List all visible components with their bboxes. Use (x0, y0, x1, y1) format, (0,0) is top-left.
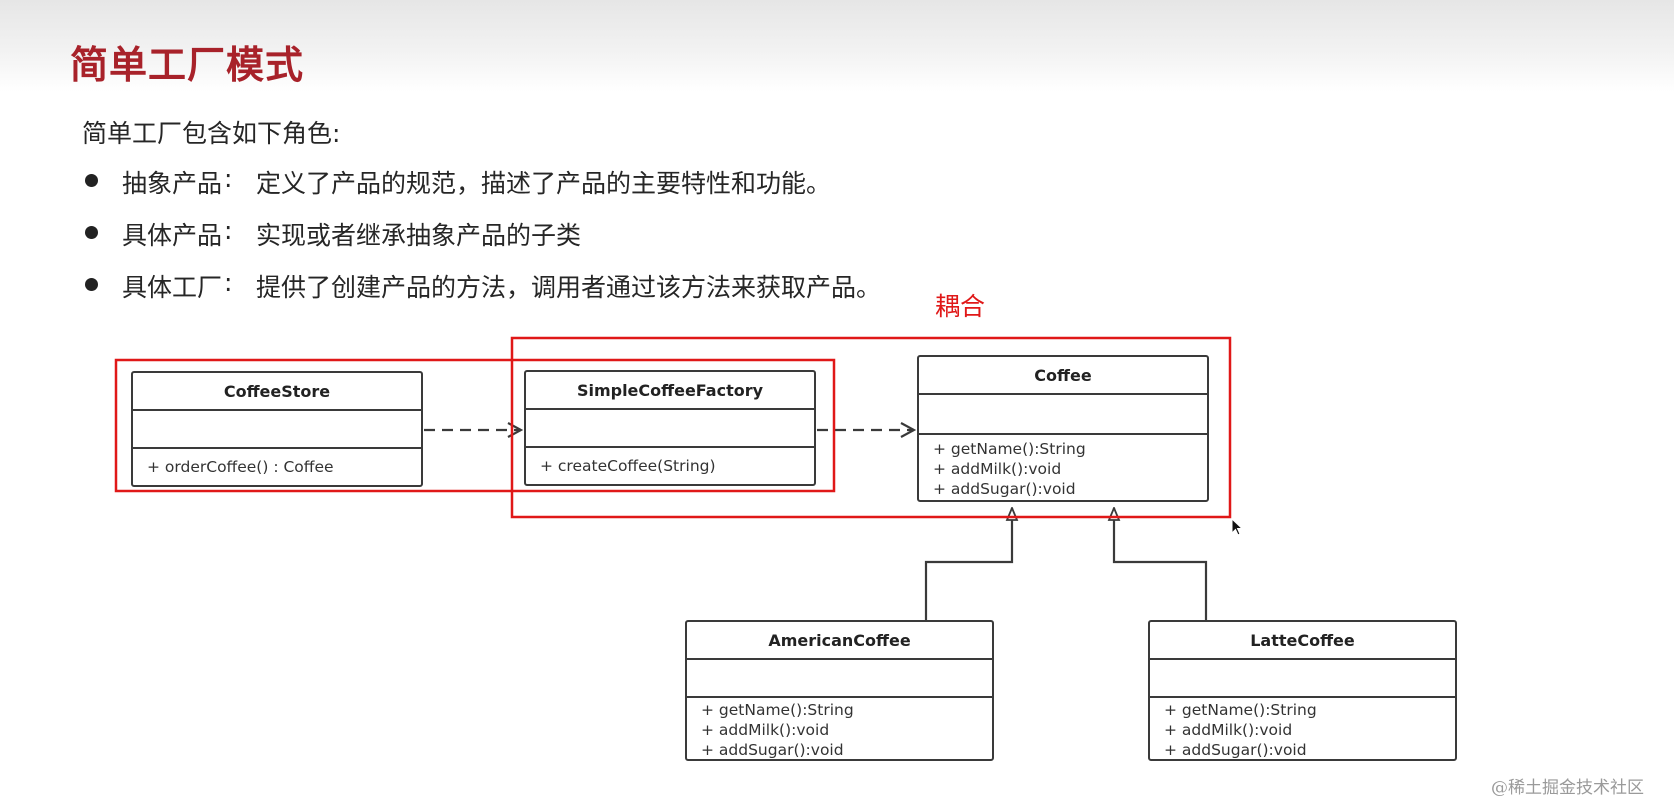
class-name: LatteCoffee (1150, 622, 1455, 660)
method: + getName():String (933, 440, 1086, 458)
method: + orderCoffee() : Coffee (147, 458, 334, 476)
method: + addMilk():void (701, 721, 830, 739)
slide-title: 简单工厂模式 (70, 43, 305, 87)
role-separator: : (224, 164, 233, 193)
class-name: Coffee (919, 357, 1207, 395)
role-term: 具体工厂 (122, 273, 223, 302)
class-attributes (687, 660, 992, 698)
title-band (0, 0, 1674, 92)
class-methods: + getName():String + addMilk():void + ad… (1164, 700, 1451, 760)
class-methods: + createCoffee(String) (540, 456, 810, 476)
role-description: 提供了创建产品的方法，调用者通过该方法来获取产品。 (256, 273, 882, 302)
bullet-dot-icon (85, 278, 98, 291)
class-box-coffee: Coffee + getName():String + addMilk():vo… (917, 355, 1209, 502)
method: + addMilk():void (1164, 721, 1293, 739)
class-name: SimpleCoffeeFactory (526, 372, 814, 410)
role-term: 抽象产品 (122, 169, 223, 198)
class-attributes (526, 410, 814, 448)
mouse-cursor-icon (1231, 518, 1244, 536)
inheritance-line-latte-coffee (1114, 508, 1208, 620)
watermark: @稀土掘金技术社区 (1491, 778, 1644, 798)
class-box-latte-coffee: LatteCoffee + getName():String + addMilk… (1148, 620, 1457, 761)
method: + getName():String (1164, 701, 1317, 719)
class-methods: + orderCoffee() : Coffee (147, 457, 417, 477)
bullet-dot-icon (85, 226, 98, 239)
role-term: 具体产品 (122, 221, 223, 250)
class-name: AmericanCoffee (687, 622, 992, 660)
class-methods: + getName():String + addMilk():void + ad… (701, 700, 988, 760)
method: + addMilk():void (933, 460, 1062, 478)
class-methods: + getName():String + addMilk():void + ad… (933, 439, 1203, 499)
role-separator: : (224, 216, 233, 245)
method: + addSugar():void (701, 741, 844, 759)
role-description: 实现或者继承抽象产品的子类 (256, 221, 582, 250)
class-attributes (133, 411, 421, 449)
method: + getName():String (701, 701, 854, 719)
intro-text: 简单工厂包含如下角色: (82, 119, 341, 148)
role-separator: : (224, 268, 233, 297)
method: + addSugar():void (933, 480, 1076, 498)
class-attributes (1150, 660, 1455, 698)
class-attributes (919, 395, 1207, 435)
roles-list: 抽象产品 : 定义了产品的规范，描述了产品的主要特性和功能。 具体产品 : 实现… (82, 0, 982, 302)
method: + createCoffee(String) (540, 457, 716, 475)
class-box-american-coffee: AmericanCoffee + getName():String + addM… (685, 620, 994, 761)
inheritance-line-american-coffee (924, 508, 1012, 620)
class-name: CoffeeStore (133, 373, 421, 411)
bullet-dot-icon (85, 174, 98, 187)
class-box-coffee-store: CoffeeStore + orderCoffee() : Coffee (131, 371, 423, 487)
method: + addSugar():void (1164, 741, 1307, 759)
role-description: 定义了产品的规范，描述了产品的主要特性和功能。 (256, 169, 832, 198)
coupling-label: 耦合 (935, 292, 986, 321)
class-box-simple-coffee-factory: SimpleCoffeeFactory + createCoffee(Strin… (524, 370, 816, 486)
